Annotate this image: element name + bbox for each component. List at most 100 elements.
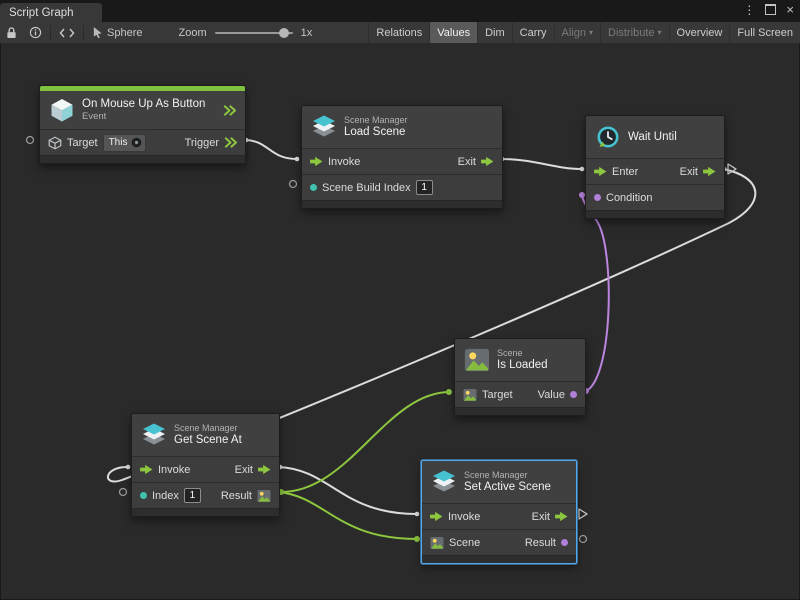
- close-icon[interactable]: ×: [786, 2, 794, 17]
- info-button[interactable]: [23, 22, 48, 43]
- exit-flow-port-icon[interactable]: [555, 511, 568, 522]
- zoom-slider[interactable]: [214, 27, 293, 38]
- wire-wait-until-to-get-scene-at[interactable]: [106, 168, 757, 483]
- zoom-slider-handle[interactable]: [278, 27, 289, 38]
- maximize-icon[interactable]: [765, 4, 777, 15]
- scene-result-port-icon[interactable]: [561, 539, 568, 546]
- scene-icon: [464, 347, 490, 373]
- trigger-flow-port-icon[interactable]: [224, 137, 237, 148]
- node-header[interactable]: Scene Manager Load Scene: [302, 106, 502, 148]
- toolbar-separator: [83, 25, 84, 40]
- object-picker-icon[interactable]: [131, 137, 142, 148]
- full-screen-button[interactable]: Full Screen: [729, 22, 800, 43]
- index-port-label: Index: [152, 489, 179, 502]
- window-menu-icon[interactable]: ⋮: [743, 2, 756, 17]
- distribute-button[interactable]: Distribute▾: [600, 22, 668, 43]
- index-field[interactable]: 1: [183, 488, 201, 503]
- wire-result-to-is-loaded-target[interactable]: [277, 391, 451, 494]
- int-port-icon[interactable]: [140, 492, 147, 499]
- node-title: Is Loaded: [497, 359, 548, 371]
- node-footer: [455, 407, 585, 415]
- node-row: Index 1 Result: [132, 482, 279, 508]
- node-footer: [422, 555, 576, 563]
- graph-canvas[interactable]: On Mouse Up As Button Event Target This …: [1, 43, 799, 599]
- event-cube-icon: [49, 97, 75, 123]
- wait-until-clock-icon: [595, 124, 621, 150]
- node-header[interactable]: On Mouse Up As Button Event: [40, 91, 245, 129]
- enter-flow-port-icon[interactable]: [594, 166, 607, 177]
- tab-script-graph[interactable]: Script Graph: [0, 3, 102, 22]
- scene-type-icon[interactable]: [430, 536, 444, 550]
- node-header[interactable]: Scene Manager Set Active Scene: [422, 461, 576, 503]
- graph-toolbar: Sphere Zoom 1x Relations Values Dim Carr…: [0, 22, 800, 44]
- node-category: Scene Manager: [344, 115, 408, 125]
- window-controls: ⋮ ×: [743, 3, 794, 16]
- exit-port-label: Exit: [234, 463, 253, 476]
- port-set-active-result-output[interactable]: [578, 534, 588, 544]
- node-header[interactable]: Scene Manager Get Scene At: [132, 414, 279, 456]
- code-icon: [59, 28, 75, 37]
- toolbar-separator: [50, 25, 51, 40]
- port-set-active-exit-output[interactable]: [578, 508, 588, 520]
- tab-bar: Script Graph ⋮ ×: [0, 0, 800, 22]
- node-row: Condition: [586, 184, 724, 210]
- chevron-down-icon: ▾: [589, 28, 594, 37]
- node-load-scene[interactable]: Scene Manager Load Scene Invoke Exit Sce…: [301, 105, 503, 209]
- overview-button[interactable]: Overview: [668, 22, 730, 43]
- bool-port-icon[interactable]: [570, 391, 577, 398]
- graph-owner[interactable]: Sphere: [86, 22, 148, 43]
- invoke-flow-port-icon[interactable]: [430, 511, 443, 522]
- invoke-flow-port-icon[interactable]: [140, 464, 153, 475]
- scene-manager-icon: [141, 422, 167, 448]
- scene-build-index-field[interactable]: 1: [415, 180, 433, 195]
- port-get-scene-index-input[interactable]: [118, 487, 128, 497]
- wire-is-loaded-value-to-condition[interactable]: [581, 194, 610, 393]
- node-footer: [132, 508, 279, 516]
- result-port-label: Result: [220, 489, 252, 502]
- carry-button[interactable]: Carry: [511, 22, 554, 43]
- scene-type-icon[interactable]: [257, 489, 271, 503]
- port-load-scene-index-input[interactable]: [288, 179, 298, 189]
- align-button[interactable]: Align▾: [553, 22, 600, 43]
- port-wait-until-exit-output[interactable]: [727, 163, 737, 175]
- tab-title: Script Graph: [9, 6, 74, 19]
- wire-result-to-set-active-scene[interactable]: [277, 491, 418, 540]
- target-object-field[interactable]: This: [102, 133, 147, 152]
- condition-port-label: Condition: [606, 191, 653, 204]
- node-is-loaded[interactable]: Scene Is Loaded Target Value: [454, 338, 586, 416]
- bool-port-icon[interactable]: [594, 194, 601, 201]
- int-port-icon[interactable]: [310, 184, 317, 191]
- dim-button[interactable]: Dim: [477, 22, 512, 43]
- exit-flow-port-icon[interactable]: [703, 166, 716, 177]
- exit-port-label: Exit: [531, 510, 550, 523]
- gameobject-cube-icon: [48, 136, 62, 150]
- node-get-scene-at[interactable]: Scene Manager Get Scene At Invoke Exit I…: [131, 413, 280, 517]
- port-event-target-input[interactable]: [25, 135, 35, 145]
- exit-flow-port-icon[interactable]: [258, 464, 271, 475]
- values-button[interactable]: Values: [429, 22, 478, 43]
- node-category: Scene Manager: [174, 423, 238, 433]
- chevron-down-icon: ▾: [657, 28, 662, 37]
- node-row: Invoke Exit: [302, 148, 502, 174]
- node-on-mouse-up-as-button[interactable]: On Mouse Up As Button Event Target This …: [39, 85, 246, 164]
- wire-get-scene-exit-to-set-active-invoke[interactable]: [277, 466, 418, 515]
- result-port-label: Result: [524, 536, 556, 549]
- node-row: Invoke Exit: [422, 503, 576, 529]
- wire-load-scene-to-wait-until[interactable]: [500, 158, 582, 170]
- zoom-control: Zoom 1x: [172, 22, 318, 43]
- node-header[interactable]: Wait Until: [586, 116, 724, 158]
- lock-button[interactable]: [0, 22, 23, 43]
- node-row: Target This Trigger: [40, 129, 245, 155]
- exit-flow-port-icon[interactable]: [481, 156, 494, 167]
- invoke-port-label: Invoke: [328, 155, 361, 168]
- node-set-active-scene[interactable]: Scene Manager Set Active Scene Invoke Ex…: [421, 460, 577, 564]
- node-wait-until[interactable]: Wait Until Enter Exit Condition: [585, 115, 725, 219]
- coroutine-toggle-icon[interactable]: [223, 105, 236, 116]
- node-header[interactable]: Scene Is Loaded: [455, 339, 585, 381]
- relations-button[interactable]: Relations: [368, 22, 429, 43]
- node-footer: [40, 155, 245, 163]
- invoke-flow-port-icon[interactable]: [310, 156, 323, 167]
- wire-trigger-to-load-scene[interactable]: [243, 139, 298, 160]
- code-view-button[interactable]: [53, 22, 81, 43]
